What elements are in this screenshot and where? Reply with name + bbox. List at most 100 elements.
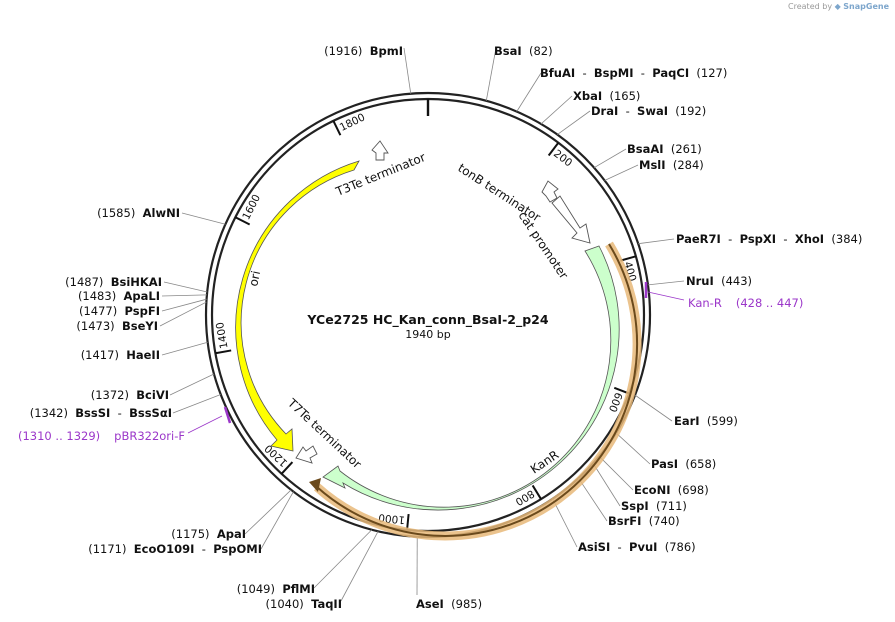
enzyme-leader-line [169, 373, 215, 396]
enzyme-site-label[interactable]: DraI - SwaI (192) [591, 104, 706, 118]
enzyme-leader-line [592, 463, 621, 507]
enzyme-site-label[interactable]: PasI (658) [651, 457, 716, 471]
enzyme-site-label[interactable]: EarI (599) [674, 414, 738, 428]
enzyme-site-label[interactable]: (1040) TaqII [266, 597, 342, 611]
enzyme-label-part: (786) [657, 540, 695, 554]
primer-kanr-leader [647, 291, 685, 301]
enzyme-label-part: (192) [668, 104, 706, 118]
enzyme-leader-line [578, 477, 608, 522]
enzyme-label-part: (599) [700, 414, 738, 428]
enzyme-site-label[interactable]: (1372) BciVI [91, 388, 169, 402]
tick-label: 1400 [214, 321, 231, 349]
enzyme-site-label[interactable]: AsiSI - PvuI (786) [578, 540, 696, 554]
plasmid-name: YCe2725 HC_Kan_conn_BsaI-2_p24 [306, 312, 548, 328]
enzyme-site-label[interactable]: XbaI (165) [573, 89, 640, 103]
enzyme-site-label[interactable]: (1175) ApaI [171, 527, 246, 541]
enzyme-site-label[interactable]: (1171) EcoO109I - PspOMI [88, 542, 262, 556]
enzyme-label-part: (1372) [91, 388, 137, 402]
enzyme-leader-line [604, 164, 639, 181]
enzyme-site-label[interactable]: (1477) PspFI [79, 304, 160, 318]
enzyme-label-part: (1585) [97, 206, 143, 220]
enzyme-label-part: (1040) [266, 597, 312, 611]
enzyme-site-label[interactable]: (1916) BpmI [324, 44, 403, 58]
enzyme-leader-line [634, 394, 673, 422]
watermark-brand: SnapGene [843, 2, 889, 11]
enzyme-leader-line [557, 110, 591, 135]
enzyme-site-label[interactable]: BsrFI (740) [608, 514, 680, 528]
enzyme-label-part: BsiHKAI [111, 275, 162, 289]
enzyme-label-part: (384) [824, 232, 862, 246]
enzyme-label-part: AlwNI [143, 206, 180, 220]
enzyme-label-part: (1049) [237, 582, 283, 596]
enzyme-label-part: BseYI [122, 319, 158, 333]
enzyme-site-label[interactable]: NruI (443) [686, 274, 752, 288]
enzyme-label-part: BciVI [136, 388, 169, 402]
cat-promoter-label: cat promoter [516, 209, 571, 282]
enzyme-label-part: DraI [591, 104, 618, 118]
enzyme-label-part: PasI [651, 457, 678, 471]
enzyme-site-label[interactable]: SspI (711) [621, 499, 687, 513]
enzyme-leader-line [598, 456, 634, 491]
enzyme-site-label[interactable]: (1483) ApaLI [78, 289, 160, 303]
enzyme-site-label[interactable]: BfuAI - BspMI - PaqCI (127) [540, 66, 727, 80]
ori-label: ori [246, 269, 263, 287]
enzyme-leader-line [403, 47, 412, 94]
enzyme-site-label[interactable]: (1585) AlwNI [97, 206, 180, 220]
ori-feature[interactable] [235, 160, 360, 452]
tick-label: 1600 [240, 193, 263, 222]
enzyme-label-part: (740) [641, 514, 679, 528]
enzyme-label-part: BssSαI [129, 406, 172, 420]
enzyme-label-part: (1342) [30, 406, 76, 420]
enzyme-label-part: - [610, 540, 629, 554]
enzyme-label-part: PaqCI [652, 66, 689, 80]
enzyme-label-part: BpmI [370, 44, 403, 58]
primer-pbr322ori-range: (1310 .. 1329) [18, 429, 100, 443]
enzyme-label-part: (1473) [76, 319, 122, 333]
tick-mark [280, 461, 294, 475]
enzyme-label-part: PspOMI [213, 542, 262, 556]
enzyme-label-part: (658) [678, 457, 716, 471]
enzyme-label-part: (711) [649, 499, 687, 513]
enzyme-site-label[interactable]: BsaAI (261) [627, 142, 702, 156]
enzyme-label-part: (1417) [81, 348, 127, 362]
snapgene-watermark: Created by ◆ SnapGene [788, 2, 889, 11]
enzyme-label-part: (127) [689, 66, 727, 80]
enzyme-label-part: (1487) [65, 275, 111, 289]
tick-mark [531, 484, 542, 500]
enzyme-label-part: BfuAI [540, 66, 575, 80]
enzyme-label-part: BspMI [594, 66, 634, 80]
enzyme-site-label[interactable]: (1342) BssSI - BssSαI [30, 406, 172, 420]
t3te-terminator-arrow [371, 140, 389, 161]
tick-mark [406, 513, 410, 531]
enzyme-site-label[interactable]: (1417) HaeII [81, 348, 160, 362]
enzyme-label-part: NruI [686, 274, 714, 288]
kanr-feature[interactable] [322, 245, 620, 511]
enzyme-label-part: (1916) [324, 44, 370, 58]
t7te-terminator-arrow [295, 445, 318, 464]
enzyme-label-part: (1483) [78, 289, 124, 303]
tick-mark [332, 120, 342, 136]
enzyme-label-part: (82) [522, 44, 553, 58]
enzyme-site-label[interactable]: BsaI (82) [494, 44, 553, 58]
enzyme-label-part: AseI [416, 597, 444, 611]
enzyme-label-part: PspFI [125, 304, 160, 318]
enzyme-leader-line [181, 212, 226, 225]
enzyme-site-label[interactable]: PaeR7I - PspXI - XhoI (384) [676, 232, 862, 246]
orf-arrow-core [316, 243, 639, 537]
primer-pbr322ori-label: (1310 .. 1329)pBR322ori-F [18, 429, 185, 443]
enzyme-site-label[interactable]: EcoNI (698) [634, 483, 709, 497]
enzyme-label-part: PaeR7I [676, 232, 721, 246]
enzyme-label-part: BssSI [75, 406, 110, 420]
enzyme-label-part: (261) [664, 142, 702, 156]
enzyme-site-label[interactable]: AseI (985) [416, 597, 482, 611]
plasmid-length: 1940 bp [405, 328, 450, 341]
enzyme-site-label[interactable]: (1473) BseYI [76, 319, 158, 333]
enzyme-label-part: XhoI [795, 232, 824, 246]
enzyme-label-part: (1175) [171, 527, 217, 541]
orf-arrow-head [309, 478, 321, 492]
enzyme-label-part: (165) [602, 89, 640, 103]
enzyme-site-label[interactable]: (1487) BsiHKAI [65, 275, 162, 289]
enzyme-site-label[interactable]: MslI (284) [639, 158, 704, 172]
enzyme-site-label[interactable]: (1049) PflMI [237, 582, 315, 596]
